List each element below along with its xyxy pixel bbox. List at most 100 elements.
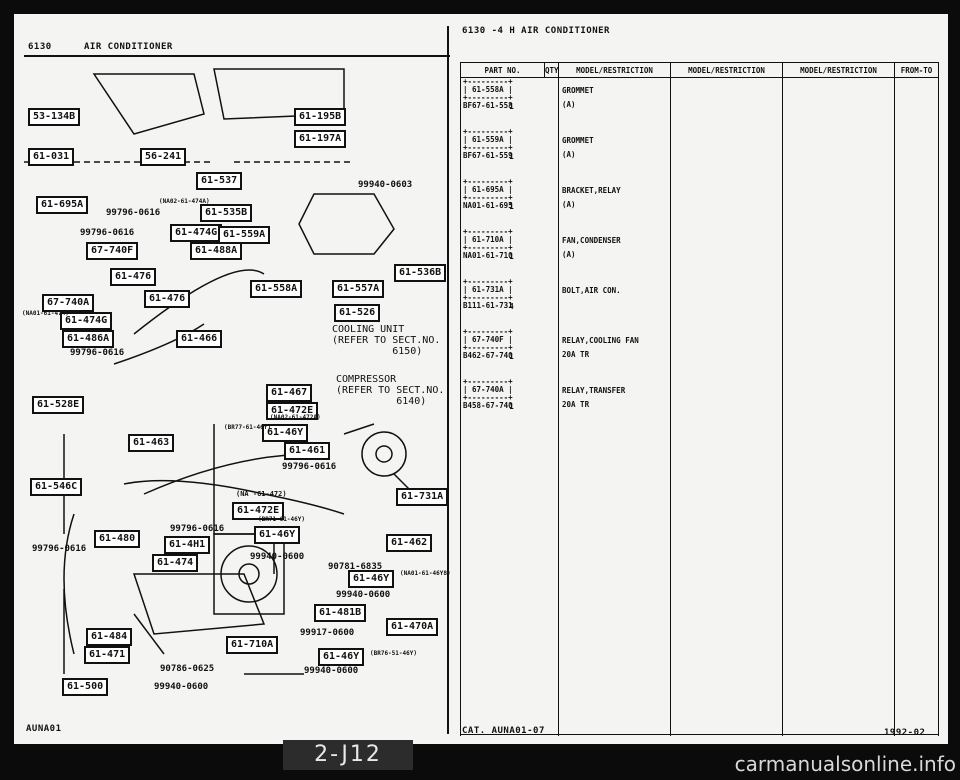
column-header: FROM-TO	[894, 62, 939, 78]
callout-number: 99796-0616	[106, 208, 161, 218]
table-bottom-rule	[460, 734, 938, 735]
table-row: +---------+ | 61-559A | +---------+ BF67…	[463, 127, 514, 162]
part-box: 61-536B	[394, 264, 447, 282]
header-rule	[24, 55, 450, 57]
catalog-date: 1992-02	[884, 728, 926, 738]
callout-number: 99917-0600	[300, 628, 355, 638]
column-header: MODEL/RESTRICTION	[782, 62, 895, 78]
part-box: 61-474	[152, 554, 199, 572]
part-box: 67-740F	[86, 242, 139, 260]
part-description: RELAY,TRANSFER	[562, 386, 626, 395]
part-box: 61-46Y	[262, 424, 309, 442]
table-row: +---------+ | 61-558A | +---------+ BF67…	[463, 77, 514, 112]
model-note: (NA01-61-46Y8)	[400, 570, 451, 577]
model-note: (BR71-61-46Y)	[258, 516, 305, 523]
part-box: 61-46Y	[318, 648, 365, 666]
callout-number: 99796-0616	[32, 544, 87, 554]
callout-number: 99940-0600	[250, 552, 305, 562]
part-box: 61-463	[128, 434, 175, 452]
part-box: 67-740A	[42, 294, 95, 312]
section-number: 6130	[28, 42, 52, 52]
part-box: 61-528E	[32, 396, 85, 414]
model-note: (BR76-51-46Y)	[370, 650, 417, 657]
catalog-page: 6130 AIR CONDITIONER 6130 -4 H AIR CONDI…	[14, 14, 948, 744]
part-description: FAN,CONDENSER	[562, 236, 621, 245]
model-note: (NA02-61-474A)	[159, 198, 210, 205]
column-header: QTY	[544, 62, 559, 78]
part-restriction: (A)	[562, 150, 576, 159]
table-row: +---------+ | 61-731A | +---------+ B111…	[463, 277, 514, 312]
part-box: 61-480	[94, 530, 141, 548]
part-restriction: 20A TR	[562, 400, 590, 409]
callout-number: 99940-0600	[154, 682, 209, 692]
part-box: 61-476	[110, 268, 157, 286]
part-restriction: (A)	[562, 250, 576, 259]
part-box: 61-731A	[396, 488, 449, 506]
callout-number: 90786-0625	[160, 664, 215, 674]
table-row: +---------+ | 61-695A | +---------+ NA01…	[463, 177, 514, 212]
part-box: 61-4H1	[164, 536, 211, 554]
model-note: (BR77-61-46Y)	[224, 424, 271, 431]
part-box: 61-546C	[30, 478, 83, 496]
part-box: 61-461	[284, 442, 331, 460]
part-box: 61-197A	[294, 130, 347, 148]
right-section-title: 6130 -4 H AIR CONDITIONER	[462, 26, 610, 36]
part-box: 61-481B	[314, 604, 367, 622]
table-row: +---------+ | 61-710A | +---------+ NA01…	[463, 227, 514, 262]
model-note: (NA01-61-474)	[22, 310, 69, 317]
part-box: 61-695A	[36, 196, 89, 214]
page-id-tab: 2-J12	[283, 740, 413, 770]
part-box: 61-46Y	[348, 570, 395, 588]
column-header: PART NO.	[460, 62, 545, 78]
parts-table: PART NO. QTY MODEL/RESTRICTION MODEL/RES…	[460, 62, 939, 736]
part-box: 61-474G	[170, 224, 223, 242]
part-box: 61-535B	[200, 204, 253, 222]
callout-number: 99940-0600	[304, 666, 359, 676]
part-description: GROMMET	[562, 86, 594, 95]
part-box: 61-557A	[332, 280, 385, 298]
cooling-unit-note: COOLING UNIT (REFER TO SECT.NO. 6150)	[332, 324, 441, 357]
compressor-note: COMPRESSOR (REFER TO SECT.NO. 6140)	[336, 374, 445, 407]
table-row: +---------+ | 67-740F | +---------+ B462…	[463, 327, 514, 362]
callout-number: 99796-0616	[170, 524, 225, 534]
from-to-column	[894, 77, 939, 736]
part-description: RELAY,COOLING FAN	[562, 336, 639, 345]
section-title: AIR CONDITIONER	[84, 42, 173, 52]
table-body-row: +---------+ | 61-558A | +---------+ BF67…	[460, 77, 939, 736]
part-box: 61-476	[144, 290, 191, 308]
part-box: 61-484	[86, 628, 133, 646]
part-box: 56-241	[140, 148, 187, 166]
model-note: (NA02-61-472A)	[270, 414, 321, 421]
part-box: 61-470A	[386, 618, 439, 636]
part-box: 61-467	[266, 384, 313, 402]
callout-number: 99796-0616	[70, 348, 125, 358]
column-header: MODEL/RESTRICTION	[670, 62, 783, 78]
part-box: 61-558A	[250, 280, 303, 298]
part-box: 61-500	[62, 678, 109, 696]
table-row: +---------+ | 67-740A | +---------+ B458…	[463, 377, 514, 412]
callout-number: 99940-0603	[358, 180, 413, 190]
part-restriction: (A)	[562, 200, 576, 209]
callout-number: 90781-6835	[328, 562, 383, 572]
part-box: 61-195B	[294, 108, 347, 126]
part-box: 61-466	[176, 330, 223, 348]
part-box: 61-474G	[60, 312, 113, 330]
description-column: GROMMET(A) GROMMET(A) BRACKET,RELAY(A) F…	[558, 77, 671, 736]
part-box: 61-472E	[232, 502, 285, 520]
part-box: 61-472E	[266, 402, 319, 420]
catalog-number: CAT. AUNA01-07	[462, 726, 545, 736]
part-description: BOLT,AIR CON.	[562, 286, 621, 295]
part-box: 61-710A	[226, 636, 279, 654]
part-box: 61-031	[28, 148, 75, 166]
table-header-row: PART NO. QTY MODEL/RESTRICTION MODEL/RES…	[460, 62, 939, 78]
callout-number: 99796-0616	[282, 462, 337, 472]
part-box: 61-488A	[190, 242, 243, 260]
model-note: (NA -61-472)	[236, 490, 287, 498]
callout-number: 99796-0616	[80, 228, 135, 238]
callout-number: 99940-0600	[336, 590, 391, 600]
center-divider	[447, 26, 449, 734]
part-box: 53-134B	[28, 108, 81, 126]
part-box: 61-537	[196, 172, 243, 190]
part-box: 61-559A	[218, 226, 271, 244]
part-box: 61-471	[84, 646, 131, 664]
